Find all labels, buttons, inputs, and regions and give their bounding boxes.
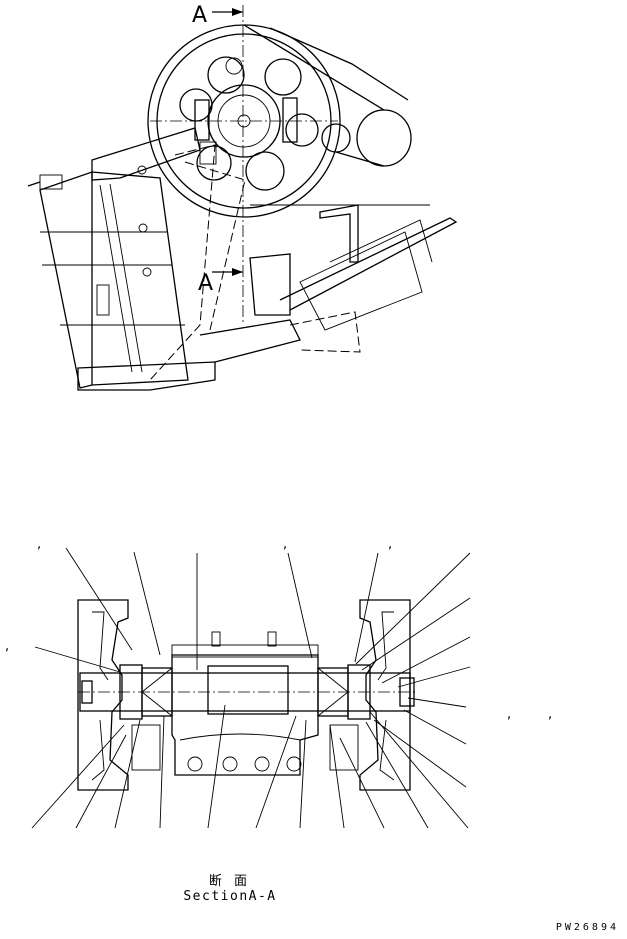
callout-mark-1: , [37, 537, 41, 552]
flywheel-hole-4 [285, 113, 319, 147]
jaw-hole-4 [286, 756, 302, 772]
leader-7 [361, 597, 471, 671]
end-cap-right [399, 677, 415, 707]
housing-right [359, 599, 411, 791]
flywheel-hole-1 [207, 56, 245, 94]
toggle-plate [199, 319, 301, 363]
flywheel-hole-3 [179, 88, 213, 122]
leader-21 [329, 724, 345, 829]
leader-12 [373, 719, 467, 788]
swing-jaw-outline [149, 144, 216, 381]
spring-housing [299, 231, 423, 331]
support-arm [319, 204, 359, 263]
leader-17 [159, 715, 165, 829]
belt-guard [269, 27, 409, 101]
jaw-top-cap [171, 644, 319, 658]
housing-left-web [92, 611, 109, 681]
bolt-1 [137, 165, 147, 175]
leader-13 [34, 646, 121, 673]
callout-mark-4: , [5, 639, 9, 654]
arrow-head-top [232, 8, 243, 16]
section-caption-jp: 断 面 [208, 874, 252, 889]
housing-right-web-low [379, 719, 395, 781]
leader-14 [31, 724, 125, 829]
eccentric-hub [207, 665, 289, 715]
bolt-2 [138, 223, 148, 233]
leader-11 [403, 709, 467, 745]
belt-upper [243, 24, 385, 111]
frame-left-plate [39, 171, 93, 389]
leader-4 [287, 552, 313, 659]
jaw-line-1 [99, 184, 133, 373]
flywheel-hole-2 [264, 58, 302, 96]
frame-base [77, 361, 216, 391]
bearing-block-left [194, 99, 210, 141]
tension-rod-end [27, 181, 41, 187]
callout-mark-6: , [548, 707, 552, 722]
housing-left-web-low [91, 719, 105, 781]
leader-24 [369, 711, 469, 829]
roller-left-b [141, 691, 173, 717]
toggle-pin [199, 141, 217, 165]
crusher-side-view: A A [27, 3, 458, 391]
bearing-block-right [282, 97, 298, 143]
tension-rod [279, 217, 458, 311]
motor-pulley [356, 109, 412, 167]
leader-1 [65, 547, 133, 651]
section-a-a-view: , , , , , , [5, 537, 552, 829]
spacer-right [329, 724, 359, 771]
callout-mark-2: , [283, 537, 287, 552]
housing-right-web [377, 611, 394, 681]
housing-left [77, 599, 129, 791]
spring-coil-guide [329, 219, 433, 263]
tension-bracket [249, 253, 291, 316]
leader-10 [407, 697, 467, 708]
leader-9 [397, 666, 471, 688]
leader-18 [207, 704, 226, 829]
callout-mark-3: , [388, 537, 392, 552]
flywheel-hole-7 [225, 57, 243, 75]
callout-mark-5: , [507, 707, 511, 722]
spacer-left [131, 724, 161, 771]
jaw-hole-1 [187, 756, 203, 772]
tension-rod-left [39, 174, 63, 190]
jaw-lug-1 [211, 631, 221, 647]
roller-right-a [317, 667, 349, 693]
jaw-line-2 [109, 183, 143, 373]
leader-5 [354, 552, 379, 663]
flywheel-hole-5 [196, 145, 232, 181]
flywheel-hole-6 [245, 151, 285, 191]
drawing-code: PW26894 [555, 922, 619, 933]
jaw-hole-3 [254, 756, 270, 772]
section-marker-top: A [192, 3, 207, 28]
frame-side-plate [91, 171, 189, 386]
end-cap-left [81, 680, 93, 704]
leader-20 [299, 719, 307, 829]
section-marker-mid: A [198, 271, 213, 296]
belt-lower [335, 151, 385, 167]
jaw-lug-2 [267, 631, 277, 647]
roller-right-b [317, 691, 349, 717]
swing-jaw-inner [184, 161, 246, 331]
leader-8 [381, 636, 471, 684]
section-caption-en: SectionA-A [183, 889, 277, 904]
leader-6 [355, 552, 471, 665]
leader-19 [255, 715, 297, 829]
leader-23 [365, 721, 429, 829]
bolt-3 [142, 267, 152, 277]
roller-left-a [141, 667, 173, 693]
arrow-head-mid [232, 268, 243, 276]
jaw-break-line [179, 733, 301, 741]
leader-2 [133, 551, 161, 656]
lower-guard-outline [289, 311, 361, 353]
leader-16 [114, 719, 141, 829]
flywheel-rim [156, 33, 332, 209]
leader-15 [75, 734, 127, 829]
frame-top [91, 127, 201, 181]
frame-bracket [96, 284, 110, 316]
jaw-hole-2 [222, 756, 238, 772]
leader-22 [339, 737, 385, 829]
